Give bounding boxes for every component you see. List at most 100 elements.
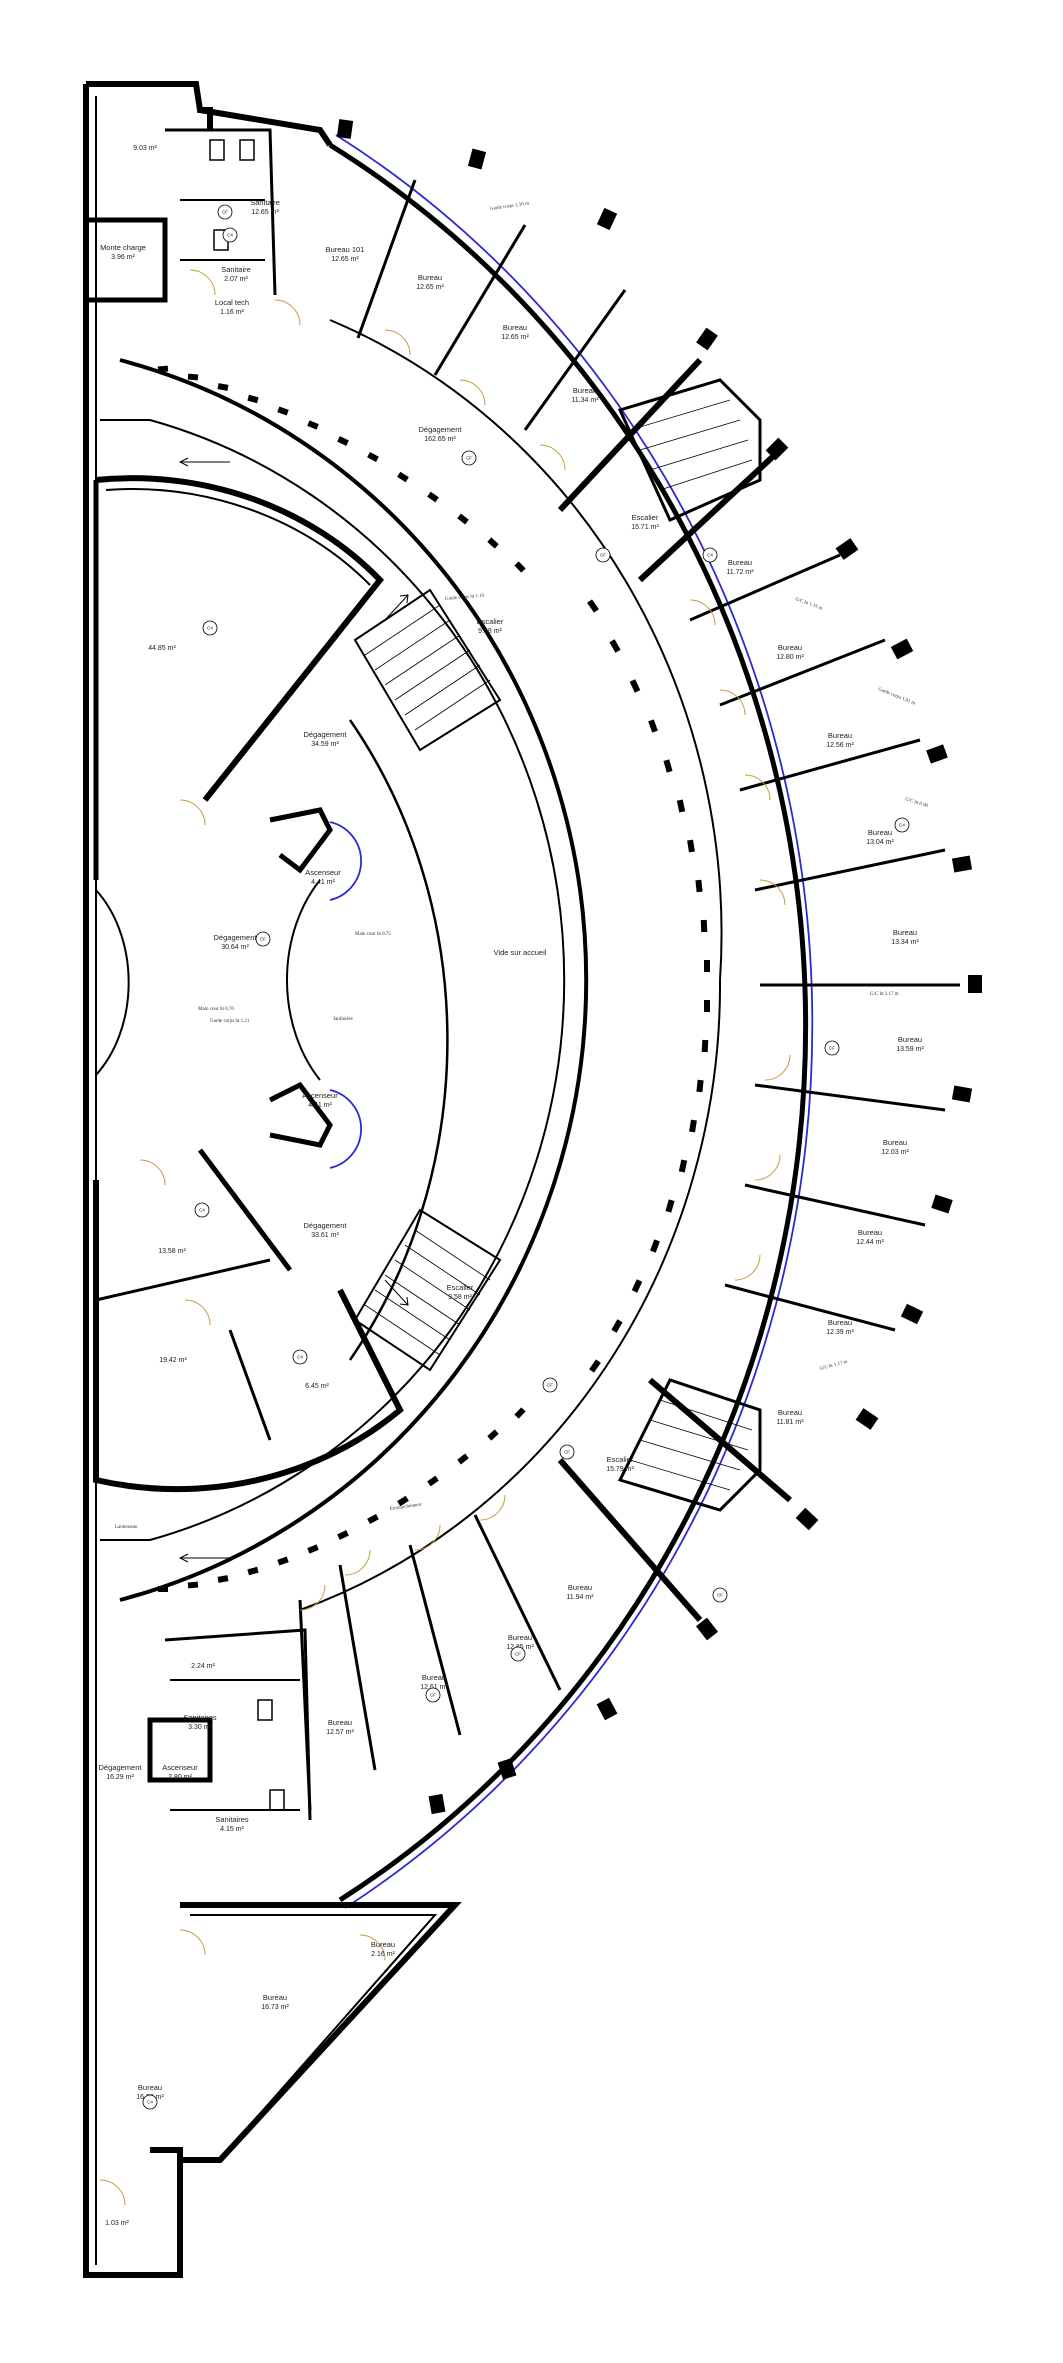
door-tag: CF <box>255 931 271 947</box>
colonnade-lower <box>158 1407 526 1592</box>
room-name: Sanitaires <box>215 1815 249 1824</box>
door-tag-label: C4 <box>707 553 713 558</box>
annotation-note: Jardinière <box>333 1017 353 1022</box>
room-area: 6.45 m² <box>305 1383 329 1390</box>
door-tag: CF <box>425 1687 441 1703</box>
room-name: Dégagement <box>304 1221 348 1230</box>
room-name: Dégagement <box>304 730 348 739</box>
door-tag: C4 <box>194 1202 210 1218</box>
room-area: 11.72 m² <box>726 569 754 576</box>
room-name: Monte charge <box>100 243 146 252</box>
door-tag-label: C4 <box>297 1355 303 1360</box>
door-tag: C4 <box>142 2094 158 2110</box>
room-name: Bureau <box>868 828 892 837</box>
room-name: Bureau <box>573 386 597 395</box>
colonnade-east <box>587 599 710 1373</box>
door-tag-label: CF <box>260 937 266 942</box>
office-partitions <box>298 179 960 1811</box>
room-area: 2.07 m² <box>224 276 248 283</box>
room-label: Escalier 9.58 m² <box>447 1283 474 1301</box>
room-name: Bureau <box>778 643 802 652</box>
room-name: Escalier <box>447 1283 474 1292</box>
facade-pillars <box>336 119 982 1815</box>
annotation-note: Main cour ht 0.75 <box>355 932 391 937</box>
door-tag: C4 <box>292 1349 308 1365</box>
room-label: 13.58 m² <box>158 1248 186 1255</box>
circulation-arrows <box>178 457 409 1563</box>
annotation-note: Garde corps 1.10 m <box>490 202 530 212</box>
door-tag-label: CF <box>222 210 228 215</box>
room-area: 11.34 m² <box>571 397 599 404</box>
room-area: 12.44 m² <box>856 1239 884 1246</box>
room-area: 9.58 m² <box>448 1294 472 1301</box>
door-tag-circle <box>824 1040 840 1056</box>
room-label: 44.85 m² <box>148 645 176 652</box>
annotation-note: G/C ht 1.17 m <box>819 1360 848 1372</box>
room-label: 6.45 m² <box>305 1383 329 1390</box>
door-tag-circle <box>255 931 271 947</box>
room-area: 13.34 m² <box>891 939 919 946</box>
annotation-note: Main cour ht 0.76 <box>198 1007 234 1012</box>
room-area: 162.65 m² <box>424 436 456 443</box>
corridor-walls <box>100 358 589 1602</box>
door-tag: CF <box>461 450 477 466</box>
room-area: 16.73 m² <box>261 2004 289 2011</box>
room-label: Bureau 11.94 m² <box>566 1583 594 1601</box>
room-area: 12.61 m² <box>420 1684 448 1691</box>
room-area: 1.03 m² <box>105 2220 129 2227</box>
room-name: Bureau <box>418 273 442 282</box>
door-tag: CF <box>542 1377 558 1393</box>
room-name: Bureau <box>728 558 752 567</box>
room-name: Bureau <box>568 1583 592 1592</box>
door-tag: CF <box>510 1646 526 1662</box>
room-name: Ascenseur <box>305 868 341 877</box>
room-area: 44.85 m² <box>148 645 176 652</box>
room-area: 2.80 m² <box>168 1774 192 1781</box>
annotation-note: G/C ht 1.19 m <box>794 597 823 612</box>
room-area: 34.59 m² <box>311 741 339 748</box>
room-name: Dégagement <box>214 933 258 942</box>
door-tag-circle <box>202 620 218 636</box>
door-tag-label: CF <box>547 1383 553 1388</box>
door-tag-circle <box>222 227 238 243</box>
room-area: 4.15 m² <box>220 1826 244 1833</box>
room-label: Dégagement 34.59 m² <box>304 730 348 748</box>
room-area: 3.96 m² <box>111 254 135 261</box>
door-tag-circle <box>559 1444 575 1460</box>
room-name: Vide sur accueil <box>494 948 547 957</box>
room-label: Bureau 13.59 m² <box>896 1035 924 1053</box>
door-tag-label: CF <box>430 1693 436 1698</box>
room-label: Dégagement 33.61 m² <box>304 1221 348 1239</box>
room-name: Escalier <box>477 617 504 626</box>
annotation-note: G/C ht 0.90 <box>904 797 928 809</box>
room-area: 13.59 m² <box>896 1046 924 1053</box>
room-area: 11.94 m² <box>566 1594 594 1601</box>
room-name: Bureau <box>898 1035 922 1044</box>
room-area: 2.24 m² <box>191 1663 215 1670</box>
room-area: 33.61 m² <box>311 1232 339 1239</box>
room-name: Bureau <box>503 323 527 332</box>
room-area: 13.04 m² <box>866 839 894 846</box>
door-tag: CF <box>712 1587 728 1603</box>
room-label: 19.42 m² <box>159 1357 187 1364</box>
door-tag-circle <box>292 1349 308 1365</box>
service-core-top <box>86 128 277 303</box>
central-walls <box>93 475 449 1493</box>
room-name: Bureau <box>828 1318 852 1327</box>
